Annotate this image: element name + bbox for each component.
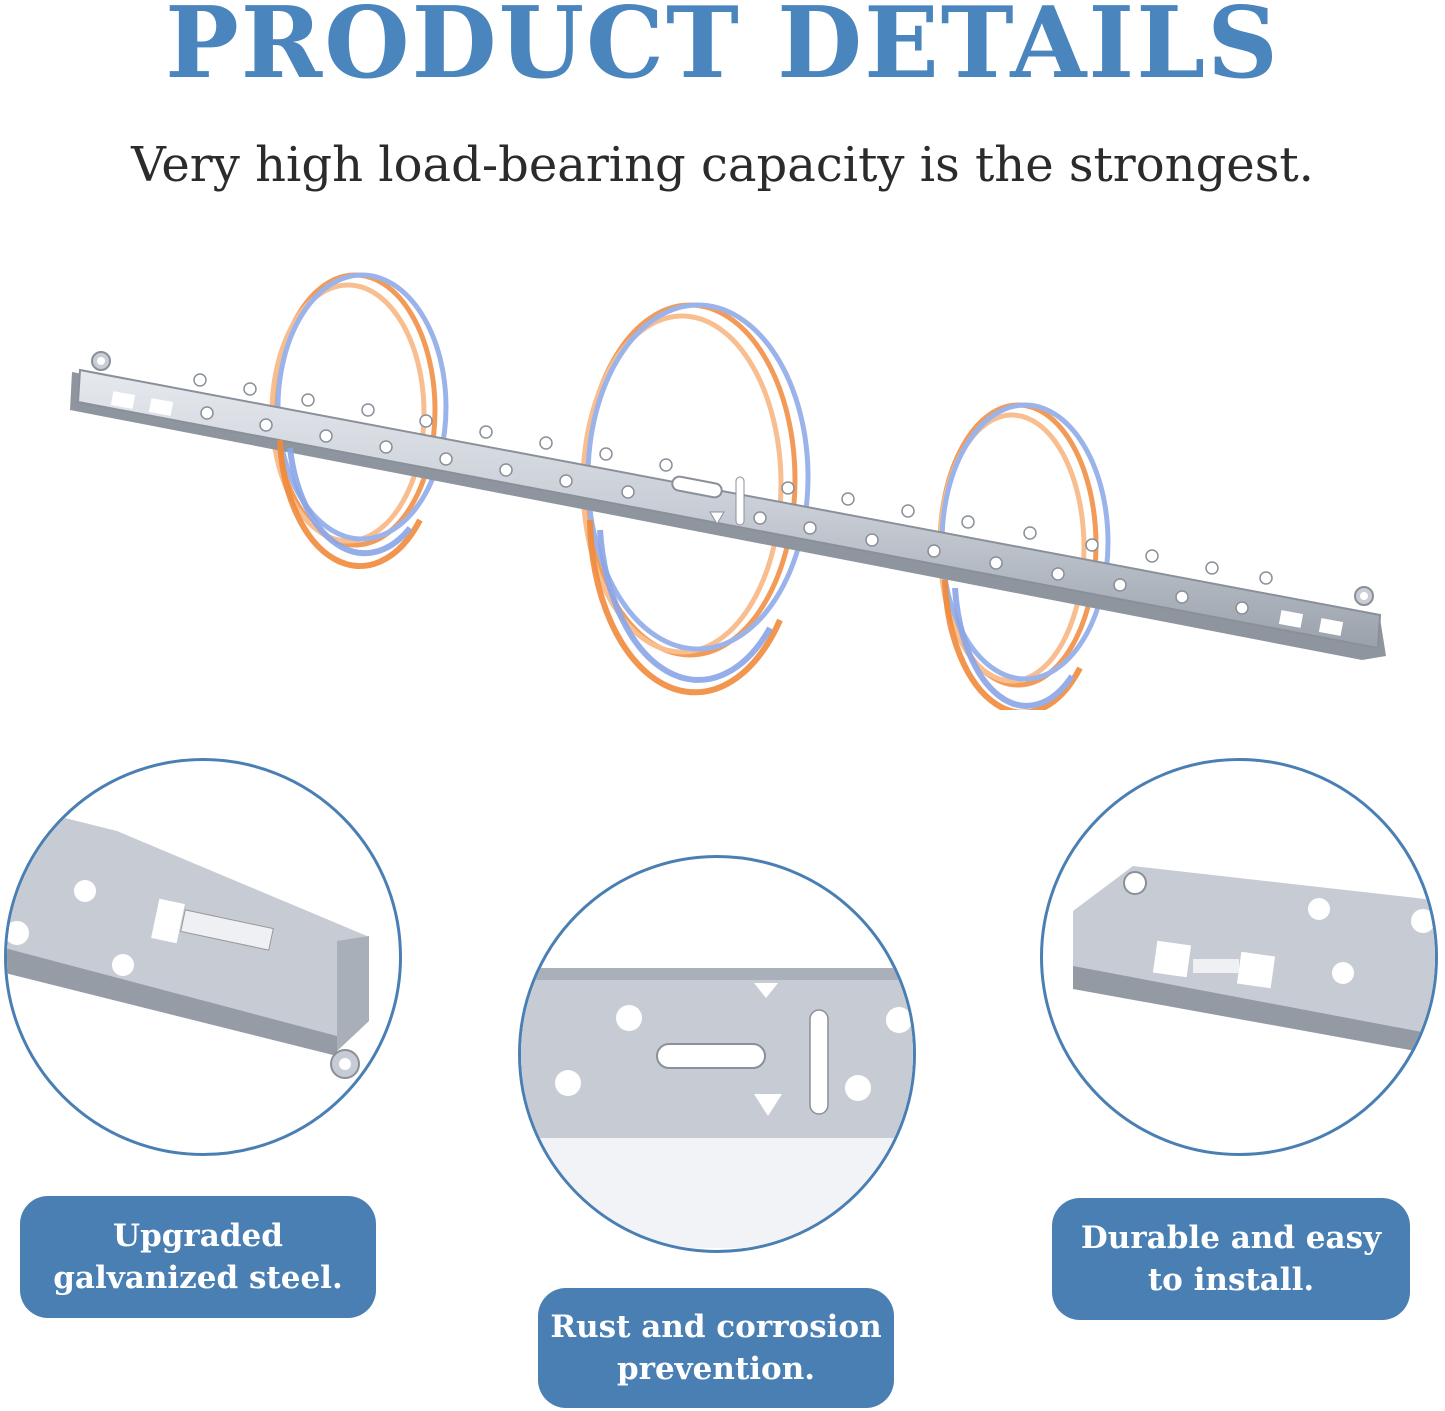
steel-bracket [70, 351, 1386, 660]
feature-label-line: Rust and corrosion [550, 1309, 882, 1345]
feature-label-line: to install. [1147, 1262, 1315, 1298]
feature-label-rust: Rust and corrosion prevention. [538, 1288, 894, 1408]
bracket-hero-image [0, 250, 1445, 716]
feature-label-install: Durable and easy to install. [1052, 1198, 1410, 1320]
page-subtitle: Very high load-bearing capacity is the s… [131, 137, 1314, 193]
feature-label-line: galvanized steel. [53, 1260, 343, 1296]
page-title: PRODUCT DETAILS [165, 0, 1280, 101]
feature-label-line: Upgraded [113, 1218, 283, 1254]
feature-label-galvanized: Upgraded galvanized steel. [20, 1196, 376, 1318]
feature-label-line: Durable and easy [1080, 1220, 1382, 1256]
detail-circle-end-tab [4, 758, 402, 1156]
detail-circle-center-slot [518, 855, 916, 1253]
feature-label-line: prevention. [616, 1351, 816, 1387]
motion-rings-front [277, 439, 1083, 716]
detail-circle-end-slots [1040, 758, 1438, 1156]
